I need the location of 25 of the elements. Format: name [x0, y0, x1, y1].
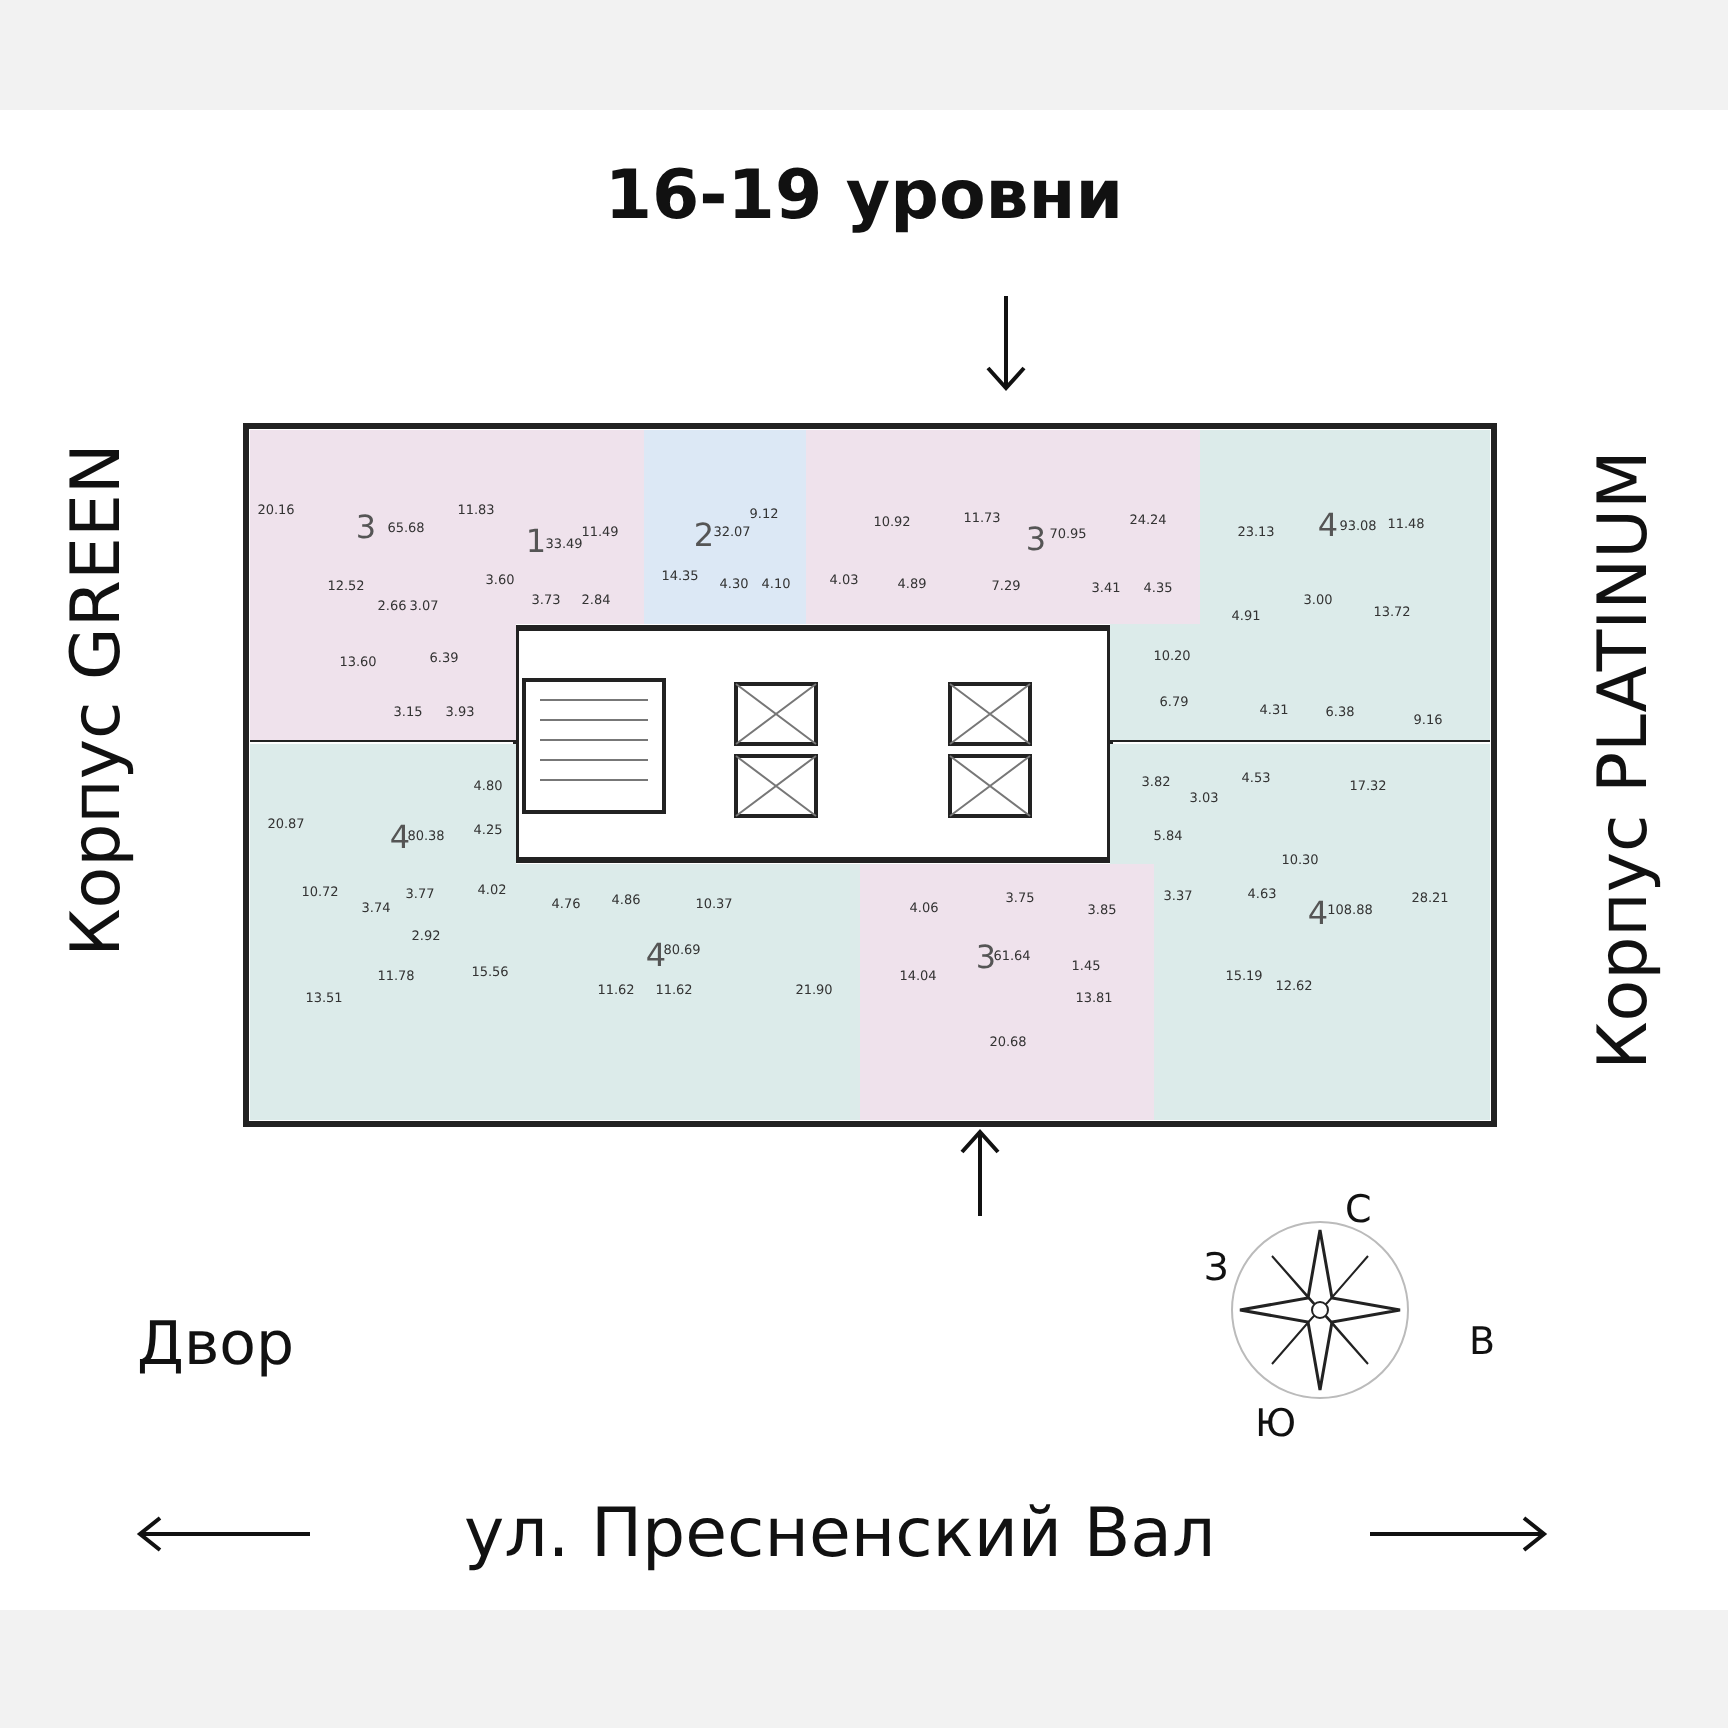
compass-direction: В	[1469, 1320, 1496, 1364]
room-count: 3	[355, 512, 377, 544]
apartment-plan	[460, 864, 860, 1120]
room-count: 3	[1025, 524, 1047, 556]
apartment-plan	[860, 864, 1154, 1120]
apartment-plan	[250, 744, 516, 1120]
apartment-plan	[644, 430, 806, 624]
room-count: 4	[389, 822, 411, 854]
room-count: 3	[975, 942, 997, 974]
street-label: ул. Пресненский Вал	[464, 1494, 1216, 1574]
compass-direction: Ю	[1255, 1402, 1297, 1446]
room-count: 4	[1317, 510, 1339, 542]
room-count: 2	[693, 520, 715, 552]
apartment-plan	[806, 430, 1200, 624]
compass-direction: С	[1345, 1188, 1372, 1232]
compass-direction: З	[1204, 1246, 1229, 1290]
plan-title: 16-19 уровни	[602, 156, 1126, 236]
apartment-plan	[444, 430, 644, 624]
area-label: Двор	[137, 1309, 295, 1379]
room-count: 4	[645, 940, 667, 972]
apartment-plan	[250, 430, 516, 740]
building-label: Корпус GREEN	[55, 443, 136, 957]
room-count: 1	[525, 526, 547, 558]
building-label: Корпус PLATINUM	[1583, 450, 1664, 1070]
room-count: 4	[1307, 898, 1329, 930]
